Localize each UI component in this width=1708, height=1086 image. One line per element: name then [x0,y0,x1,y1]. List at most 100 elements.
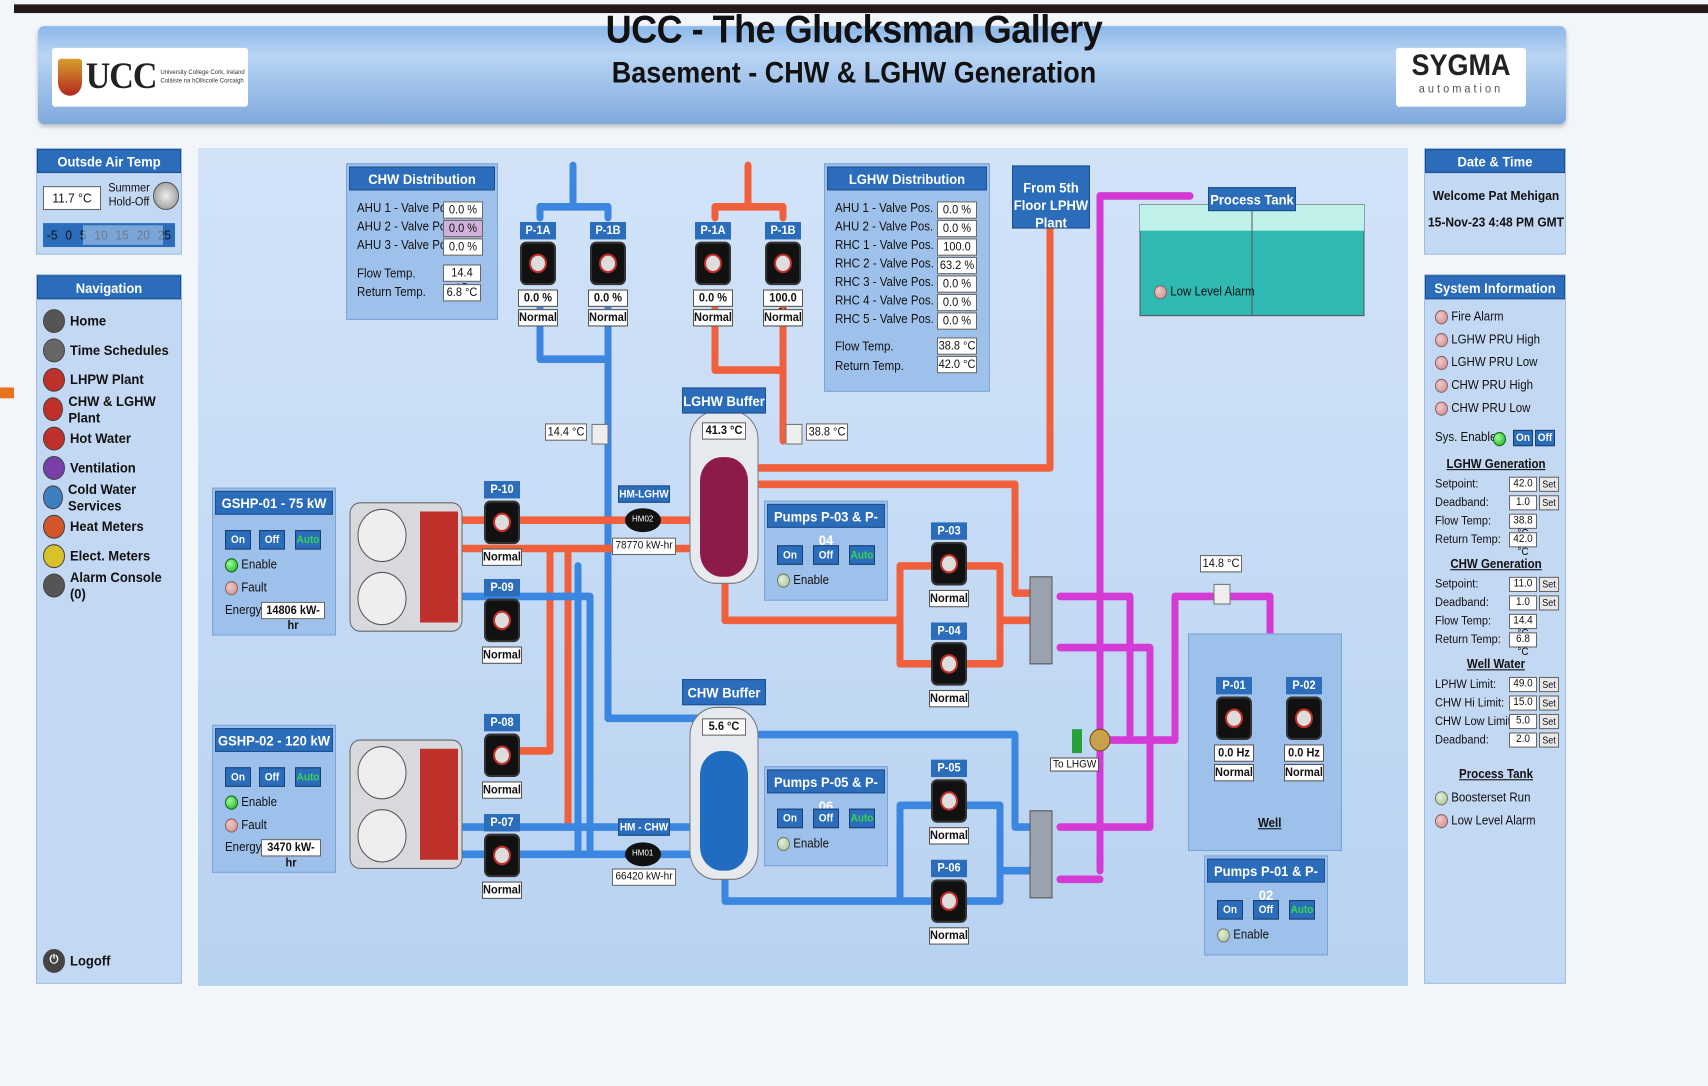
chw-row-value[interactable]: 11.0 [1509,576,1537,593]
power-icon: ⏻ [43,948,65,973]
chw-return-label: Return Temp. [357,286,426,300]
gshp-02-off-button[interactable]: Off [259,767,285,787]
alarm-led [1435,378,1448,393]
nav-item-5[interactable]: Ventilation [37,453,181,482]
pump-p1b_c-icon[interactable] [590,241,626,286]
pump-p08-tag: P-08 [484,713,520,732]
p0102-off-button[interactable]: Off [1253,900,1279,920]
alarm-led [1435,401,1448,416]
tank-low-level-led [1154,285,1167,300]
nav-item-9[interactable]: Alarm Console (0) [37,569,181,601]
plate-heat-exchanger-chw [1029,810,1053,899]
well-row-value[interactable]: 5.0 [1509,713,1537,730]
home-icon [43,308,65,333]
flame-icon [43,396,64,421]
nav-item-4[interactable]: Hot Water [37,423,181,452]
boosterset-led [1435,791,1448,806]
set-button[interactable]: Set [1539,476,1559,492]
pump-p04-icon[interactable] [931,642,967,686]
pump-p01-icon[interactable] [1216,696,1252,741]
nav-item-8[interactable]: Elect. Meters [37,541,181,570]
pump-p09-icon[interactable] [484,598,520,643]
well-row-value[interactable]: 2.0 [1509,732,1537,748]
gshp-01-fault-led [225,581,238,596]
alarm-item: LGHW PRU High [1435,333,1540,356]
chw-row-value[interactable]: 1.0 [1509,595,1537,611]
gshp-01-off-button[interactable]: Off [259,530,285,550]
outside-air-title: Outsde Air Temp [37,149,181,174]
pump-p03-icon[interactable] [931,541,967,586]
lghw-row-value[interactable]: 1.0 [1509,495,1537,511]
valve-label: AHU 1 - Valve Pos. [835,202,934,216]
nav-item-7[interactable]: Heat Meters [37,512,181,541]
pump-p1b_h-icon[interactable] [765,241,801,286]
sys-on-button[interactable]: On [1513,429,1533,447]
lghw-row-value: 42.0 °C [1509,532,1537,558]
nav-item-label: Home [70,312,107,329]
well-row-label: Deadband: [1435,733,1489,747]
lghw-flow-label: Flow Temp. [835,340,894,354]
p0102-enable: Enable [1217,928,1269,943]
well-row-value[interactable]: 49.0 [1509,676,1537,693]
nav-item-label: LHPW Plant [70,371,144,388]
pump-p06-icon[interactable] [931,879,967,923]
gshp-01-on-button[interactable]: On [225,530,251,550]
pump-p03-status: Normal [929,589,969,608]
lghw-row-value[interactable]: 42.0 [1509,476,1537,492]
lghw-temp-sensor-icon [785,423,803,445]
valve-label: AHU 1 - Valve Pos [357,202,453,216]
p0506-on-button[interactable]: On [777,808,803,829]
gshp-02-auto-button[interactable]: Auto [295,767,321,787]
pump-p01-tag: P-01 [1216,676,1252,695]
gshp-01-enable-led [225,558,238,573]
meter-icon [43,514,65,539]
pump-p02-hz: 0.0 Hz [1284,744,1324,762]
valve-position: 63.2 % [937,256,977,275]
p0304-enable: Enable [777,573,829,588]
nav-item-6[interactable]: Cold Water Services [37,480,181,513]
gshp-02-on-button[interactable]: On [225,767,251,787]
pump-p1a_c-icon[interactable] [520,241,556,286]
nav-item-0[interactable]: Home [37,306,181,335]
p0506-auto-button[interactable]: Auto [849,808,875,829]
pump-p05-icon[interactable] [931,779,967,823]
nav-item-3[interactable]: CHW & LGHW Plant [37,392,181,425]
set-button[interactable]: Set [1539,732,1559,748]
pump-p1a_h-icon[interactable] [695,241,731,286]
pump-p08-icon[interactable] [484,733,520,778]
set-button[interactable]: Set [1539,576,1559,593]
gshp-02-fault-led [225,818,238,833]
gshp-01-auto-button[interactable]: Auto [295,530,321,550]
p0304-auto-button[interactable]: Auto [849,545,875,565]
to-lghw-label: To LHGW [1050,757,1100,772]
pump-p02-icon[interactable] [1286,696,1322,741]
well-row-value[interactable]: 15.0 [1509,695,1537,711]
pump-p06-tag: P-06 [931,859,967,878]
well-pumps-area [1188,633,1342,852]
p0304-on-button[interactable]: On [777,545,803,565]
sys-enable-led [1493,432,1506,447]
nav-item-2[interactable]: LHPW Plant [37,365,181,394]
p0506-off-button[interactable]: Off [813,808,839,829]
set-button[interactable]: Set [1539,676,1559,693]
process-tank-title: Process Tank [1208,187,1296,212]
p0102-on-button[interactable]: On [1217,900,1243,920]
set-button[interactable]: Set [1539,595,1559,611]
chw-row-label: Flow Temp: [1435,614,1492,628]
p0304-off-button[interactable]: Off [813,545,839,565]
p0102-auto-button[interactable]: Auto [1289,900,1315,920]
hm-lghw-value: 78770 kW-hr [612,537,676,556]
pump-p10-icon[interactable] [484,500,520,545]
set-button[interactable]: Set [1539,713,1559,730]
heat-meter-hm02-icon [625,508,661,533]
set-button[interactable]: Set [1539,495,1559,511]
logoff-button[interactable]: ⏻Logoff [37,946,110,975]
summer-holdoff-label: Summer Hold-Off [108,181,150,209]
set-button[interactable]: Set [1539,695,1559,711]
nav-item-1[interactable]: Time Schedules [37,335,181,364]
pump-p07-icon[interactable] [484,833,520,878]
sys-off-button[interactable]: Off [1535,429,1555,447]
lghw-return-label: Return Temp. [835,360,904,374]
well-row-label: CHW Low Limit [1435,715,1511,729]
